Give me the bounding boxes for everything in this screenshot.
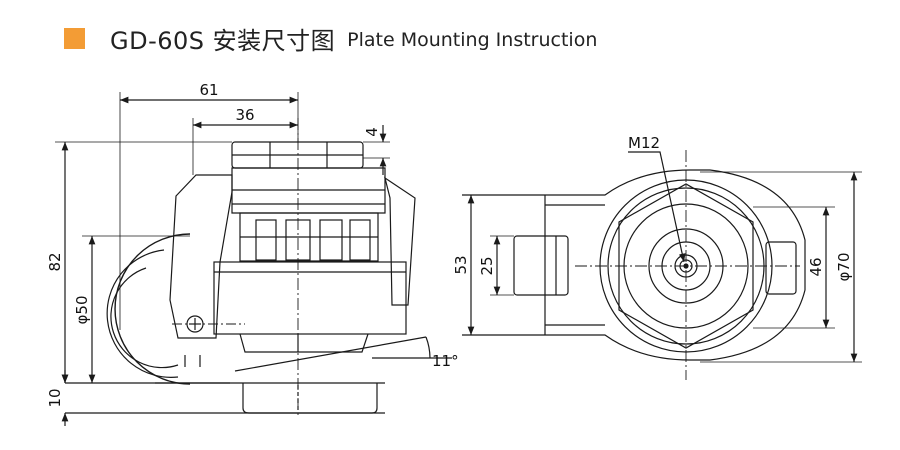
dim-10-label: 10 <box>46 388 64 407</box>
dim-46-label: 46 <box>807 257 825 276</box>
side-view <box>55 92 452 426</box>
title-bar: GD-60S 安装尺寸图 Plate Mounting Instruction <box>64 20 597 56</box>
dim-70-label: φ70 <box>835 253 853 282</box>
dim-61-label: 61 <box>199 81 218 99</box>
dim-50-label: φ50 <box>73 296 91 325</box>
dim-82-label: 82 <box>46 252 64 271</box>
accent-square <box>64 27 85 49</box>
dim-angle-label: 11° <box>432 352 459 370</box>
page-subtitle: Plate Mounting Instruction <box>347 29 598 51</box>
body-block <box>213 261 407 335</box>
bracket <box>169 174 233 339</box>
top-view <box>462 150 862 380</box>
wheel <box>106 233 230 385</box>
dim-53-label: 53 <box>452 255 470 274</box>
dim-25-label: 25 <box>478 256 496 275</box>
dim-36-label: 36 <box>235 106 254 124</box>
top-body-outline <box>462 169 806 361</box>
base-foot <box>242 383 378 414</box>
side-slot <box>513 235 569 296</box>
right-boss <box>765 241 797 295</box>
angle-line <box>234 336 427 372</box>
m12-leader <box>628 151 686 263</box>
page-title: GD-60S 安装尺寸图 <box>110 26 336 55</box>
dim-4-label: 4 <box>363 127 381 137</box>
thread-label: M12 <box>628 134 660 152</box>
adjustment-ring <box>239 212 379 262</box>
hex-nut <box>618 183 754 349</box>
